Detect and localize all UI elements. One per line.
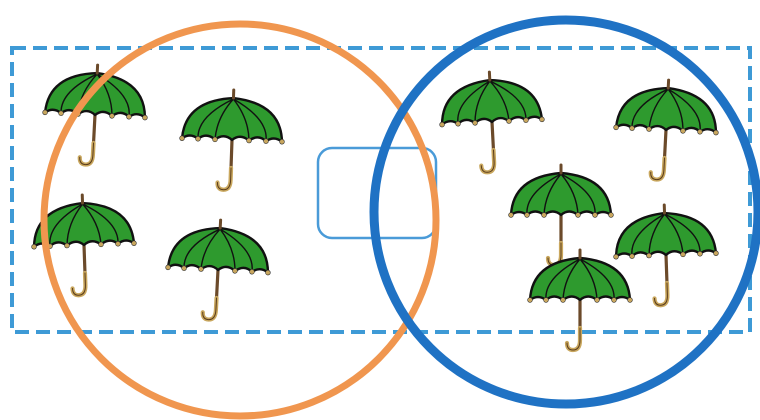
umbrella-icon — [178, 88, 286, 192]
umbrella-icon — [611, 77, 721, 182]
right-umbrella-group — [437, 69, 721, 350]
left-umbrella-group — [30, 62, 286, 322]
umbrella-icon — [528, 250, 633, 350]
umbrella-icon — [437, 69, 547, 174]
umbrella-icon — [509, 165, 614, 265]
umbrella-icon — [163, 217, 273, 322]
